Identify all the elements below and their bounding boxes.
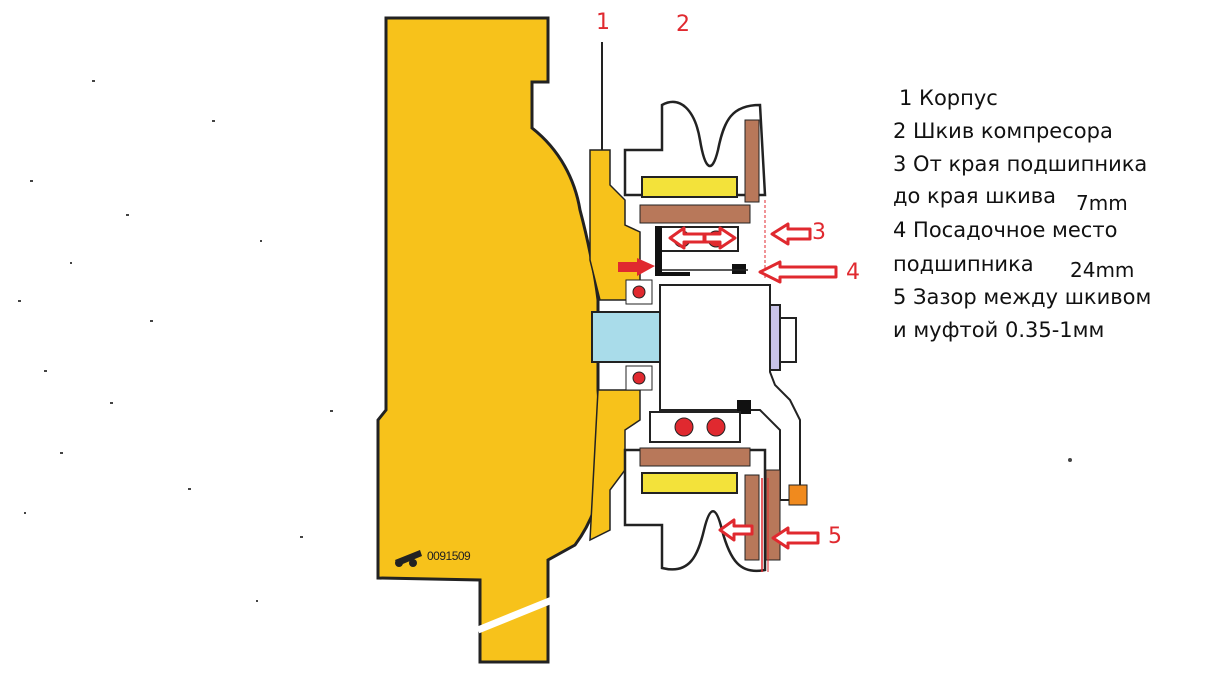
housing-crack	[476, 596, 554, 634]
measurement-bearing-seat: 24mm	[1070, 258, 1135, 282]
drawing-tag: 0091509	[427, 549, 471, 563]
arrows	[668, 222, 838, 550]
arrow-4-red-solid	[618, 258, 655, 276]
legend-line-3: 3 От края подшипника	[893, 152, 1148, 176]
legend-line-6: подшипника	[893, 252, 1034, 276]
friction-lower-a	[744, 474, 760, 561]
pulley-upper	[623, 100, 767, 197]
pulley-lower	[623, 448, 767, 573]
hub-thread	[779, 317, 797, 363]
friction-upper-a	[744, 119, 760, 203]
coil-lower	[641, 472, 738, 494]
clutch-marker	[737, 400, 751, 414]
background-specks	[18, 80, 1072, 602]
callout-1: 1	[596, 10, 610, 35]
friction-lower-b	[639, 447, 751, 467]
friction-upper-b	[639, 204, 751, 224]
bearing-lower	[649, 411, 741, 443]
arrow-4-pointer	[758, 260, 838, 284]
legend-line-5: 4 Посадочное место	[893, 218, 1118, 242]
small-ball-top	[632, 285, 646, 299]
bearing-ball-lower-2	[706, 417, 726, 437]
bearing-marker-black	[655, 226, 690, 276]
bearing-seat-mark	[732, 264, 746, 274]
bearing-ball-lower-1	[674, 417, 694, 437]
arrow-3-right	[703, 226, 737, 250]
measurement-pulley-edge: 7mm	[1076, 191, 1128, 215]
arrow-5-left	[718, 518, 754, 542]
arrow-3-pointer	[770, 222, 812, 246]
callout-4: 4	[846, 260, 860, 285]
callout-5: 5	[828, 524, 842, 549]
drawing-logo-icon	[395, 550, 422, 567]
callout-2: 2	[676, 12, 690, 37]
callout-3: 3	[812, 220, 826, 245]
legend-line-7: 5 Зазор между шкивом	[893, 285, 1152, 309]
coil-upper	[641, 176, 738, 198]
legend-line-1: 1 Корпус	[899, 86, 998, 110]
small-ball-bottom	[632, 371, 646, 385]
legend-line-2: 2 Шкив компресора	[893, 119, 1113, 143]
legend-line-4: до края шкива	[893, 184, 1057, 208]
arrow-5-right	[771, 526, 820, 550]
legend-line-8: и муфтой 0.35-1мм	[893, 318, 1105, 342]
rivet-orange	[788, 484, 808, 506]
